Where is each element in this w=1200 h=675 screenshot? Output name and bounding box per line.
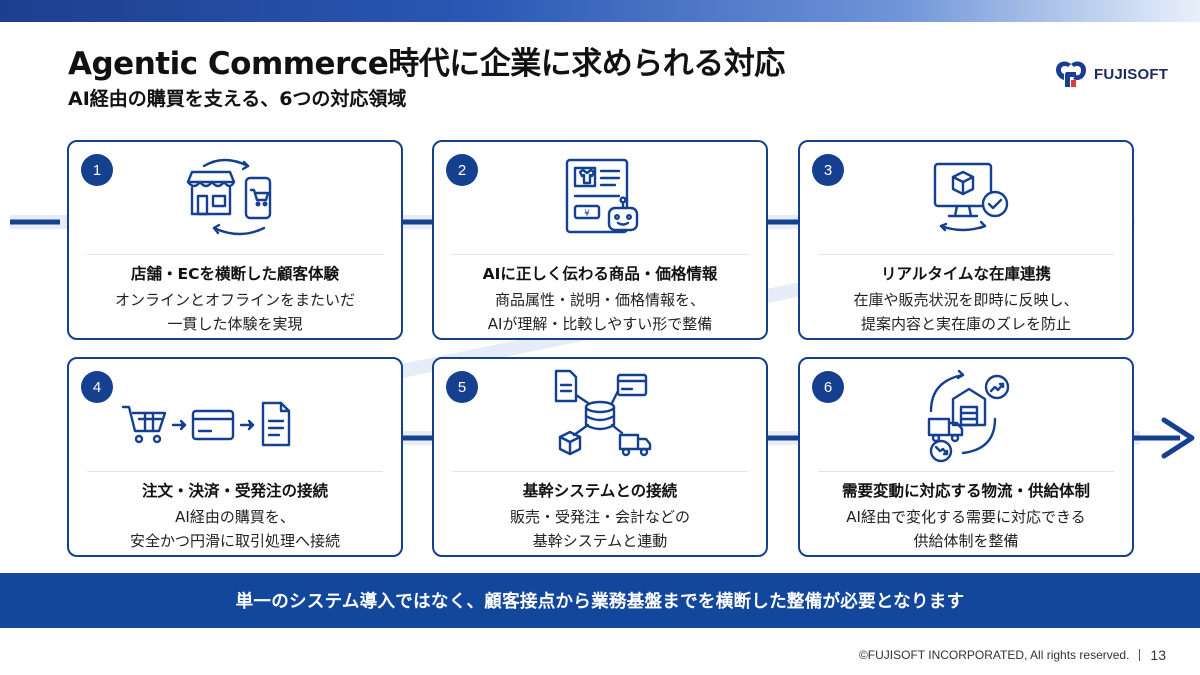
card-divider (818, 471, 1114, 472)
card-title: 需要変動に対応する物流・供給体制 (841, 482, 1090, 500)
card-description: オンラインとオフラインをまたいだ 一貫した体験を実現 (114, 291, 355, 333)
slide-title: Agentic Commerce時代に企業に求められる対応 (68, 46, 785, 82)
footer: ©FUJISOFT INCORPORATED, All rights reser… (859, 647, 1166, 663)
card-divider (818, 254, 1114, 255)
card-description: 販売・受発注・会計などの 基幹システムと連動 (509, 508, 690, 550)
core-system-database-icon (554, 369, 652, 457)
top-gradient-bar (0, 0, 1200, 22)
card-title: AIに正しく伝わる商品・価格情報 (482, 265, 718, 283)
card-description: AI経由の購買を、 安全かつ円滑に取引処理へ接続 (129, 508, 340, 550)
card-number-badge: 4 (81, 371, 113, 403)
card-description: AI経由で変化する需要に対応できる 供給体制を整備 (846, 508, 1086, 550)
logo-text: FUJISOFT (1094, 65, 1169, 83)
card-number-badge: 3 (812, 154, 844, 186)
card-divider (87, 254, 383, 255)
order-payment-flow-icon (121, 401, 291, 447)
inventory-monitor-icon (933, 162, 1009, 232)
copyright-text: ©FUJISOFT INCORPORATED, All rights reser… (858, 648, 1130, 662)
fujisoft-logo-icon (1056, 61, 1086, 87)
card-1: 1 店舗・ECを横断した顧客体験 オンラインとオフラインをまたいだ 一貫した体験… (67, 140, 403, 340)
card-divider (452, 471, 748, 472)
card-number-badge: 5 (446, 371, 478, 403)
card-description: 在庫や販売状況を即時に反映し、 提案内容と実在庫のズレを防止 (853, 291, 1079, 333)
card-title: 店舗・ECを横断した顧客体験 (131, 265, 339, 283)
summary-banner-text: 単一のシステム導入ではなく、顧客接点から業務基盤までを横断した整備が必要となりま… (235, 592, 965, 612)
product-info-ai-icon: ¥ (565, 158, 639, 234)
card-3: 3 リアルタイムな在庫連携 在庫や販売状況を即時に反映し、 提案内容と実在庫のズ… (798, 140, 1134, 340)
fujisoft-logo: FUJISOFT (1054, 58, 1168, 90)
card-4: 4 注文・決済・受発注の接続 AI経由の購買を、 安全かつ円滑に取引処理へ接続 (67, 357, 403, 557)
card-title: 注文・決済・受発注の接続 (141, 482, 328, 500)
card-number-badge: 2 (446, 154, 478, 186)
page-number: 13 (1150, 647, 1166, 663)
summary-banner: 単一のシステム導入ではなく、顧客接点から業務基盤までを横断した整備が必要となりま… (0, 573, 1200, 628)
card-divider (87, 471, 383, 472)
card-icon-area (69, 156, 401, 240)
card-6: 6 需要変動に対応する物流・供給体制 AI経由で変化する需要に対応できる 供給体… (798, 357, 1134, 557)
card-number-badge: 1 (81, 154, 113, 186)
card-icon-area (800, 156, 1132, 240)
store-and-smartphone-icon (186, 158, 272, 236)
card-icon-area: ¥ (434, 156, 766, 240)
footer-separator (1139, 649, 1141, 661)
card-icon-area (49, 381, 381, 465)
card-icon-area (434, 369, 766, 457)
card-title: 基幹システムとの接続 (522, 482, 678, 500)
card-number-badge: 6 (812, 371, 844, 403)
card-2: 2 ¥ AIに正しく伝わる商品・価格情報 商品属性・説明・価格情報を、 AIが理… (432, 140, 768, 340)
card-5: 5 基幹システムとの接続 販売・受発注・会計などの 基幹システムと連動 (432, 357, 768, 557)
card-description: 商品属性・説明・価格情報を、 AIが理解・比較しやすい形で整備 (487, 291, 713, 333)
svg-text:¥: ¥ (584, 209, 590, 219)
logistics-supply-icon (927, 369, 1010, 463)
card-divider (452, 254, 748, 255)
slide-subtitle: AI経由の購買を支える、6つの対応領域 (68, 88, 407, 110)
card-icon-area (800, 369, 1132, 463)
card-title: リアルタイムな在庫連携 (880, 265, 1052, 283)
